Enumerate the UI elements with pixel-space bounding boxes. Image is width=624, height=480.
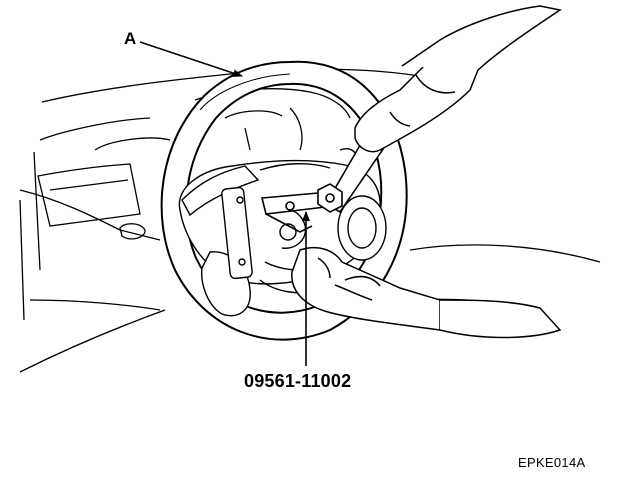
figure-code: EPKE014A [518,455,586,470]
part-a-label: A [124,29,137,48]
upper-hand [354,5,562,153]
lower-hand [291,246,562,339]
part-a-leader [139,41,243,77]
special-tool-number: 09561-11002 [244,371,352,391]
